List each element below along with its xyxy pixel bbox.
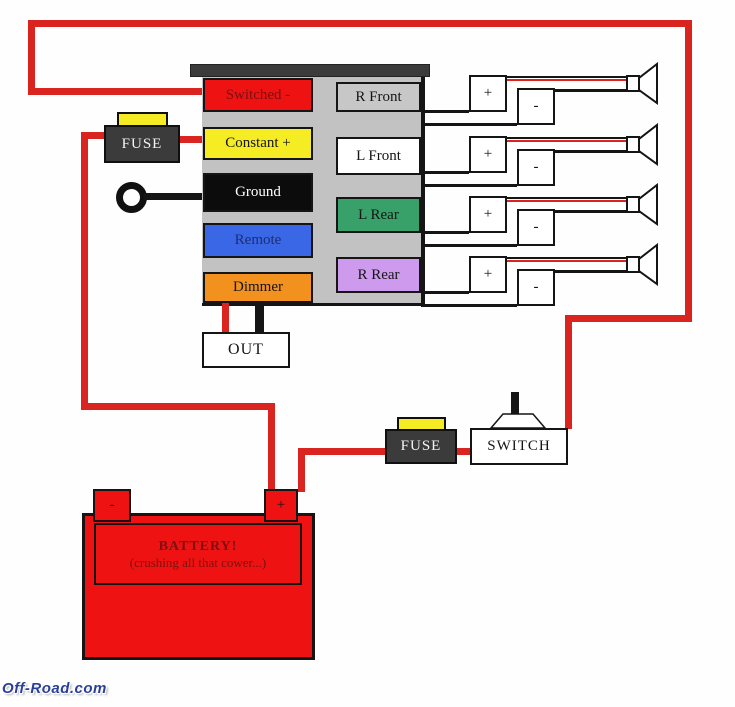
rail-rrear-minus [421, 304, 517, 307]
spkwire-lfront-plus-red [505, 139, 627, 142]
terminal-lfront-plus-text: + [483, 146, 493, 162]
channel-l-rear-text: L Rear [358, 206, 399, 223]
spkwire-rrear-plus-red [505, 259, 627, 262]
terminal-rfront-minus-text: - [533, 98, 539, 114]
speaker-rfront-icon [625, 62, 659, 108]
channel-l-front-text: L Front [356, 147, 401, 164]
terminal-rrear-plus: + [469, 256, 507, 293]
battery-neg-terminal: - [93, 489, 131, 522]
out-wire-black [255, 303, 264, 332]
speaker-rrear-icon [625, 243, 659, 289]
ground-ring-icon [116, 182, 147, 213]
battery-pos-text: + [276, 497, 286, 513]
terminal-lfront-minus-text: - [533, 159, 539, 175]
wire-battery-pos-riser1 [268, 403, 275, 492]
fuse2-text: FUSE [400, 438, 442, 454]
terminal-lfront-plus: + [469, 136, 507, 173]
wire-label-ground-text: Ground [235, 184, 281, 200]
channel-r-front-text: R Front [355, 88, 402, 105]
channel-r-front: R Front [336, 82, 421, 112]
wire-label-dimmer: Dimmer [203, 272, 313, 303]
spkwire-rrear-plus [505, 257, 627, 259]
battery-title: BATTERY! [158, 538, 238, 554]
battery-subtitle: (crushing all that cower...) [129, 554, 267, 570]
terminal-rrear-minus-text: - [533, 279, 539, 295]
rail-rfront-minus [421, 123, 517, 126]
wire-switched-feed [28, 88, 204, 95]
battery-label-panel: BATTERY! (crushing all that cower...) [94, 523, 302, 585]
wire-right-vertical [685, 20, 692, 322]
terminal-rfront-plus: + [469, 75, 507, 112]
spkwire-rfront-plus [505, 76, 627, 78]
offroad-watermark: Off-Road.com [2, 680, 107, 697]
terminal-lrear-plus: + [469, 196, 507, 233]
terminal-lrear-minus: - [517, 209, 555, 246]
spkwire-lrear-plus-red [505, 199, 627, 202]
wire-fuse2-to-switch [456, 448, 471, 455]
rail-lrear-minus [421, 244, 517, 247]
spkwire-lfront-plus [505, 137, 627, 139]
switch-box: SWITCH [470, 428, 568, 465]
spkwire-rfront-minus [553, 89, 627, 92]
battery-neg-text: - [109, 497, 115, 513]
switch-box-text: SWITCH [487, 438, 551, 454]
spkwire-rfront-plus-red [505, 78, 627, 81]
wire-label-constant: Constant + [203, 127, 313, 160]
terminal-rfront-minus: - [517, 88, 555, 125]
spkwire-lrear-plus [505, 197, 627, 199]
terminal-lrear-minus-text: - [533, 219, 539, 235]
wire-battery-to-fuse2 [298, 448, 386, 455]
wire-battery-left-horizontal [81, 403, 275, 410]
speaker-lrear-icon [625, 183, 659, 229]
wire-label-switched-text: Switched - [225, 86, 291, 103]
out-box: OUT [202, 332, 290, 368]
channel-r-rear-text: R Rear [357, 266, 400, 283]
wire-label-remote: Remote [203, 223, 313, 258]
rail-lfront-minus [421, 184, 517, 187]
out-box-text: OUT [228, 341, 264, 358]
ground-wire [144, 193, 204, 200]
terminal-rrear-plus-text: + [483, 266, 493, 282]
wire-label-constant-text: Constant + [225, 135, 291, 151]
wire-fuse1-stub-left [81, 132, 107, 139]
wire-right-horizontal [565, 315, 692, 322]
battery-pos-terminal: + [264, 489, 298, 522]
out-wire-red [222, 303, 229, 332]
rail-rfront-plus [421, 110, 469, 113]
fuse2-body: FUSE [385, 429, 457, 464]
wire-battery-pos-riser2 [298, 455, 305, 492]
wire-label-ground: Ground [203, 173, 313, 212]
switch-lever [511, 392, 519, 418]
terminal-rfront-plus-text: + [483, 85, 493, 101]
wire-switch-drop [565, 315, 572, 429]
wire-top-horizontal [28, 20, 692, 27]
rail-rrear-plus [421, 291, 469, 294]
terminal-lrear-plus-text: + [483, 206, 493, 222]
speaker-lfront-icon [625, 123, 659, 169]
channel-l-rear: L Rear [336, 197, 421, 233]
wire-battery-left-vertical [81, 132, 88, 410]
rail-lrear-plus [421, 231, 469, 234]
fuse1-body: FUSE [104, 125, 180, 163]
wire-label-dimmer-text: Dimmer [233, 279, 283, 295]
terminal-lfront-minus: - [517, 149, 555, 186]
channel-l-front: L Front [336, 137, 421, 175]
rail-lfront-plus [421, 171, 469, 174]
wire-label-switched: Switched - [203, 78, 313, 112]
spkwire-lfront-minus [553, 150, 627, 153]
channel-r-rear: R Rear [336, 257, 421, 293]
terminal-rrear-minus: - [517, 269, 555, 306]
fuse1-text: FUSE [121, 135, 163, 152]
wire-left-vertical [28, 20, 35, 95]
head-unit-top-bar [190, 64, 430, 77]
spkwire-rrear-minus [553, 270, 627, 273]
wire-label-remote-text: Remote [234, 232, 282, 248]
battery-body [82, 513, 315, 660]
switch-housing [490, 413, 546, 429]
wire-fuse1-to-constant [179, 136, 205, 143]
spkwire-lrear-minus [553, 210, 627, 213]
